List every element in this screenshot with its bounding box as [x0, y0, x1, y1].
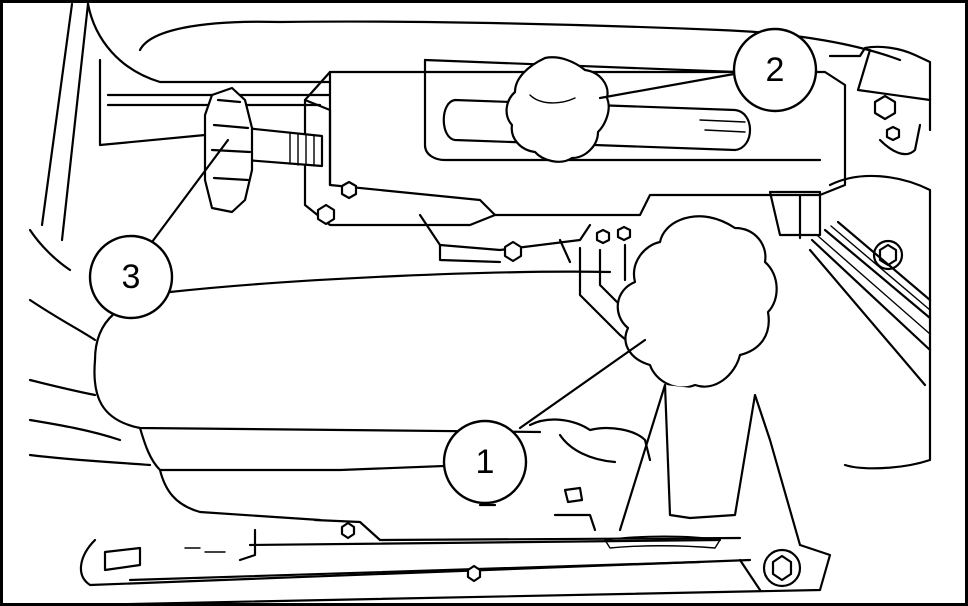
- leader-lines: [150, 72, 736, 430]
- leader-line-2: [598, 72, 736, 100]
- knob-2: [505, 56, 610, 163]
- right-side-hardware: [768, 94, 932, 470]
- seat-cushion: [28, 270, 652, 522]
- seat-back-cushion: [86, 2, 932, 132]
- leader-line-1: [518, 338, 647, 430]
- lower-slide-rails: [78, 486, 832, 606]
- callout-1-label: 1: [476, 443, 495, 481]
- callout-2: 2: [732, 27, 818, 113]
- callout-3-label: 3: [122, 258, 141, 296]
- callout-2-label: 2: [766, 51, 785, 89]
- knob-3-assembly: [203, 86, 324, 214]
- leader-line-3: [150, 138, 230, 244]
- callout-1: 1: [442, 419, 528, 505]
- callout-3: 3: [88, 234, 174, 320]
- knob-1: [578, 215, 802, 547]
